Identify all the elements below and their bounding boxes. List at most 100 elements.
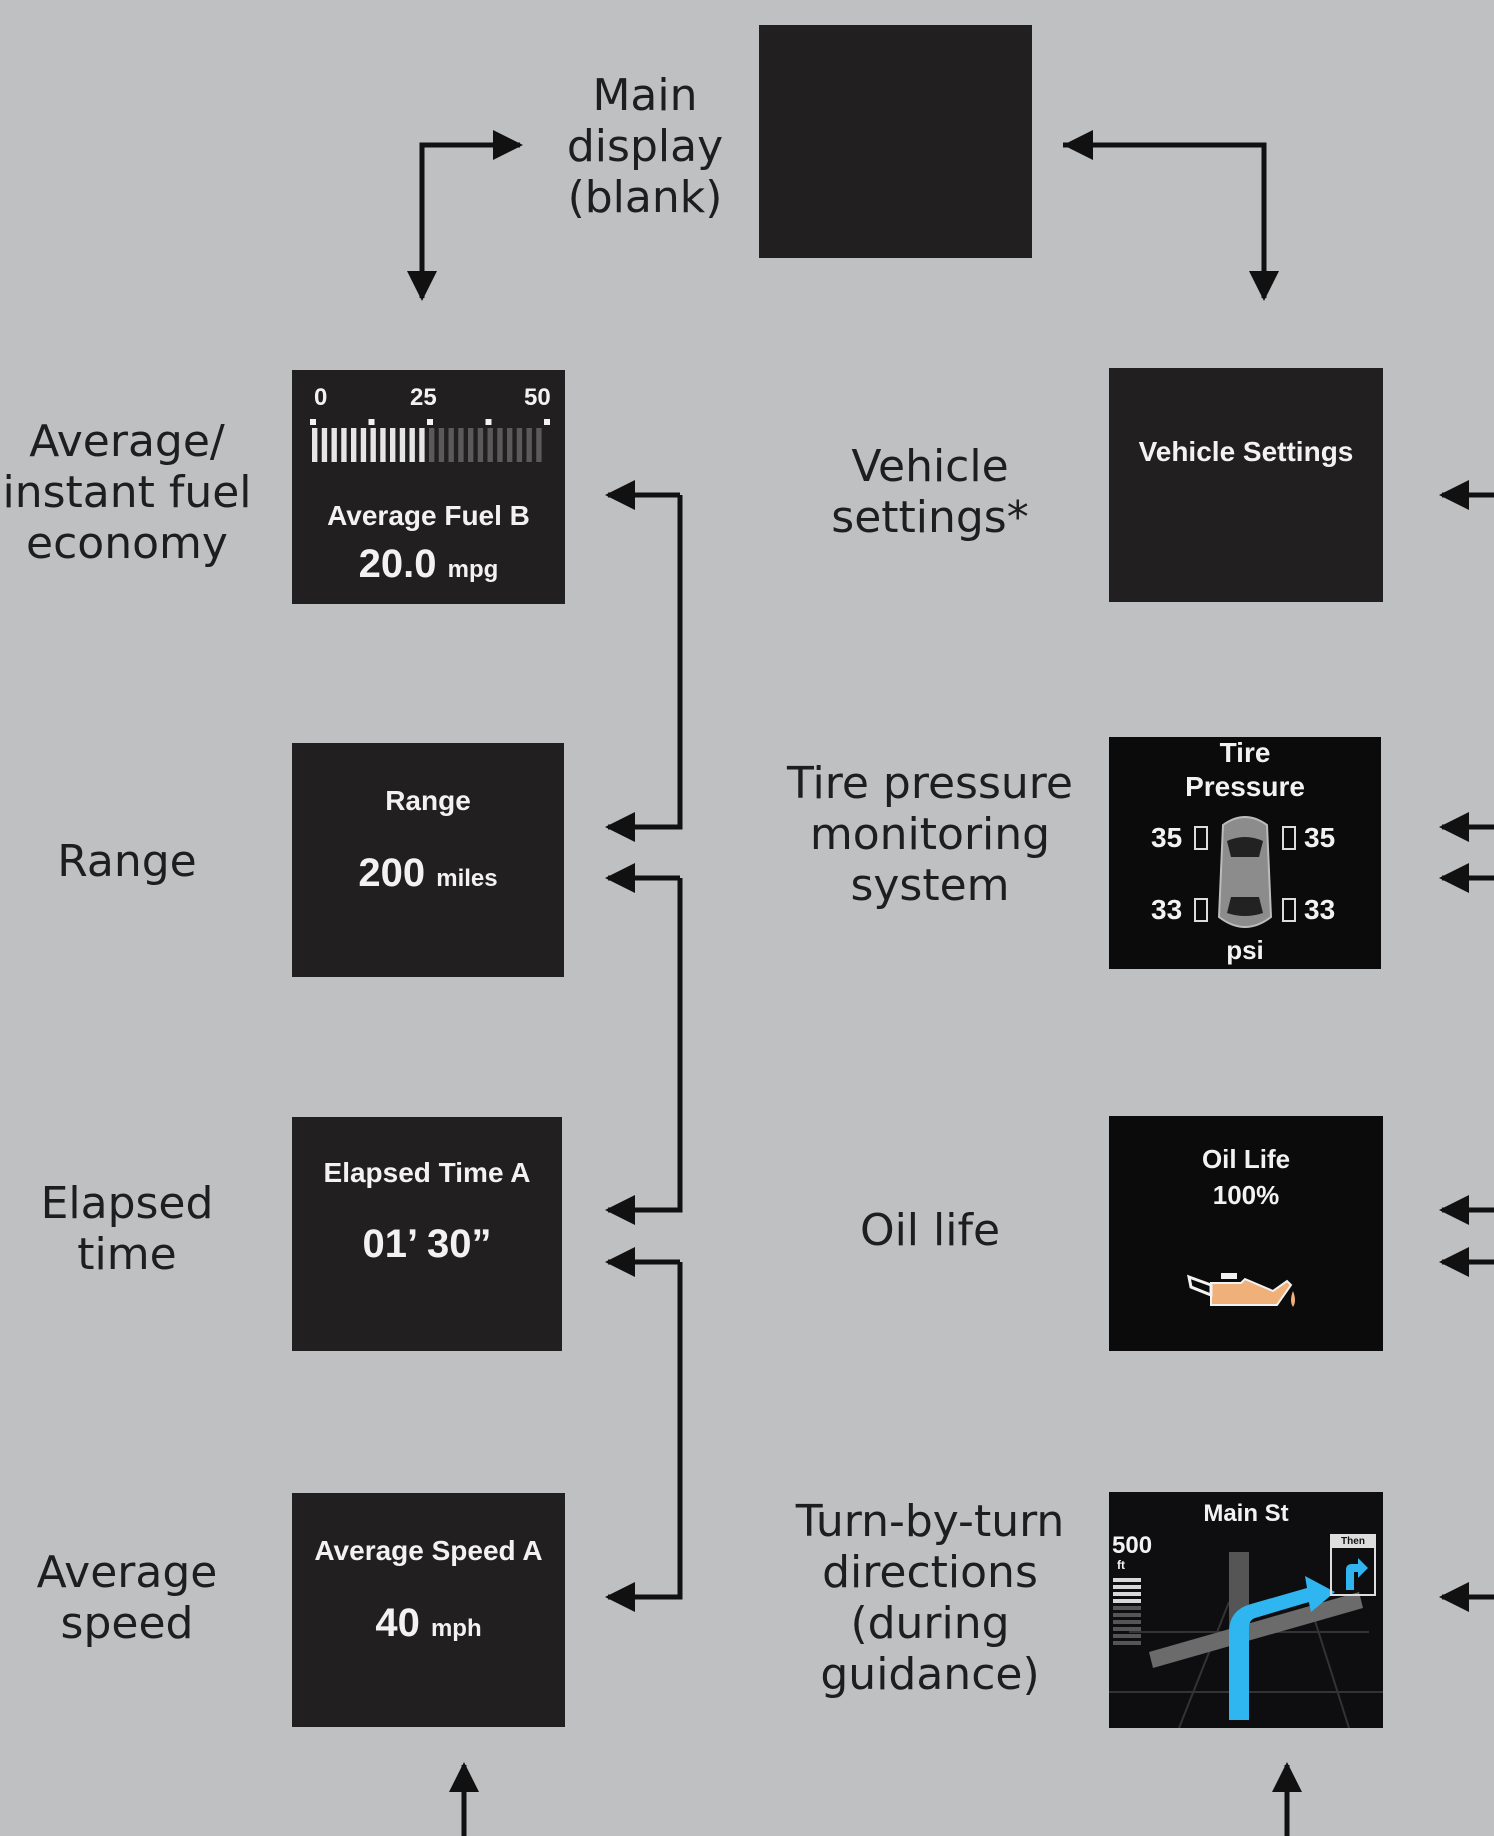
range-value-row: 200 miles — [292, 851, 564, 896]
vehicle-settings-screen: Vehicle Settings — [1109, 368, 1383, 602]
speed-title: Average Speed A — [314, 1535, 543, 1566]
tire-pressure-screen: Tire Pressure 35 35 33 33 psi — [1109, 737, 1381, 969]
fuel-bar-segment — [458, 428, 464, 462]
fuel-economy-screen: 0 25 50 Average Fuel B 20.0 mpg — [292, 370, 565, 604]
fuel-scale-tick — [544, 419, 550, 425]
range-value: 200 — [358, 851, 426, 895]
arrow-main-to-left — [419, 130, 523, 290]
elapsed-value: 01’ 30” — [362, 1222, 492, 1266]
turn-by-turn-label: Turn-by-turn directions (during guidance… — [795, 1496, 1065, 1700]
fuel-bar-segment — [331, 428, 337, 462]
fuel-bar-segment — [497, 428, 503, 462]
fuel-ticks — [310, 419, 550, 425]
fuel-bar-segment — [477, 428, 484, 462]
main-display-label: Main display (blank) — [566, 70, 724, 223]
navigation-map — [1109, 1552, 1383, 1728]
speed-value: 40 — [375, 1601, 420, 1645]
car-top-view-icon — [1194, 816, 1296, 928]
elapsed-time-screen: Elapsed Time A 01’ 30” — [292, 1117, 562, 1351]
distance-bar-segment — [1113, 1620, 1141, 1624]
tire-title-2: Pressure — [1185, 771, 1305, 802]
speed-value-row: 40 mph — [292, 1601, 565, 1646]
fuel-scale-tick — [485, 419, 492, 425]
fuel-scale-tick — [310, 419, 316, 425]
fuel-bar-segment — [390, 428, 396, 462]
fuel-bar-segment — [360, 428, 367, 462]
fuel-bar-segment — [526, 428, 532, 462]
arrow-elapsed-speed — [605, 1262, 683, 1612]
oil-life-label: Oil life — [859, 1205, 1001, 1256]
next-turn-right-icon — [1346, 1558, 1368, 1590]
fuel-unit: mpg — [447, 556, 499, 583]
fuel-bar-segment — [409, 428, 415, 462]
main-display-screen — [759, 25, 1032, 258]
distance-bars — [1113, 1578, 1141, 1645]
turn-right-arrow-icon — [1229, 1576, 1335, 1720]
vehicle-settings-title: Vehicle Settings — [1138, 436, 1354, 467]
tire-rear-left: 33 — [1151, 894, 1183, 925]
distance-bar-segment — [1113, 1592, 1141, 1596]
tire-title-1: Tire — [1219, 737, 1271, 768]
vehicle-settings-label: Vehicle settings* — [831, 441, 1029, 543]
fuel-bar-segment — [419, 428, 425, 462]
oil-life-title: Oil Life — [1201, 1144, 1291, 1174]
nav-distance: 500 — [1112, 1532, 1153, 1559]
range-title: Range — [385, 785, 471, 816]
fuel-bar-segment — [507, 428, 513, 462]
fuel-bar-segment — [516, 428, 523, 462]
range-unit: miles — [436, 865, 498, 892]
fuel-title: Average Fuel B — [327, 500, 530, 531]
fuel-economy-label: Average/ instant fuel economy — [2, 416, 252, 569]
tire-front-left: 35 — [1151, 822, 1183, 853]
distance-bar-segment — [1113, 1613, 1141, 1617]
average-speed-screen: Average Speed A 40 mph — [292, 1493, 565, 1727]
fuel-bar-segment — [380, 428, 386, 462]
fuel-scale-50: 50 — [524, 384, 551, 411]
elapsed-title: Elapsed Time A — [323, 1157, 531, 1188]
distance-bar-segment — [1113, 1606, 1141, 1610]
arrow-fuel-range — [605, 495, 683, 842]
fuel-scale-tick — [427, 419, 433, 425]
elapsed-time-label: Elapsed time — [40, 1178, 214, 1280]
fuel-bar-segment — [321, 428, 328, 462]
oil-life-value: 100% — [1212, 1180, 1280, 1210]
fuel-bar-segment — [399, 428, 406, 462]
fuel-scale-25: 25 — [410, 384, 437, 411]
fuel-bars — [312, 428, 542, 462]
arrow-range-elapsed — [605, 878, 683, 1225]
nav-distance-unit: ft — [1117, 1558, 1125, 1572]
fuel-bar-segment — [341, 428, 347, 462]
fuel-bar-segment — [429, 428, 435, 462]
fuel-value-row: 20.0 mpg — [292, 542, 565, 587]
distance-bar-segment — [1113, 1627, 1141, 1631]
distance-bar-segment — [1113, 1634, 1141, 1638]
distance-bar-segment — [1113, 1599, 1141, 1603]
tire-unit: psi — [1226, 935, 1264, 965]
distance-bar-segment — [1113, 1585, 1141, 1589]
fuel-bar-segment — [448, 428, 454, 462]
tire-front-right: 35 — [1304, 822, 1336, 853]
fuel-bar-segment — [370, 428, 376, 462]
nav-next-turn-box: Then — [1330, 1534, 1376, 1596]
fuel-bar-segment — [312, 428, 318, 462]
fuel-bar-segment — [468, 428, 474, 462]
range-screen: Range 200 miles — [292, 743, 564, 977]
fuel-bar-segment — [487, 428, 493, 462]
fuel-bar-gauge: 0 25 50 — [310, 384, 551, 462]
range-label: Range — [57, 836, 197, 887]
tire-rear-right: 33 — [1304, 894, 1336, 925]
turn-by-turn-screen: Main St 500 ft Then — [1109, 1492, 1383, 1728]
speed-unit: mph — [430, 1615, 482, 1642]
arrow-main-to-right — [1063, 142, 1279, 301]
nav-street: Main St — [1203, 1500, 1289, 1527]
nav-next-label: Then — [1332, 1536, 1374, 1548]
tire-pressure-label: Tire pressure monitoring system — [787, 758, 1073, 911]
fuel-bar-segment — [351, 428, 357, 462]
fuel-scale-tick — [368, 419, 375, 425]
fuel-scale-0: 0 — [314, 384, 327, 411]
oil-can-icon — [1187, 1273, 1295, 1307]
fuel-bar-segment — [536, 428, 542, 462]
oil-life-screen: Oil Life 100% — [1109, 1116, 1383, 1351]
average-speed-label: Average speed — [36, 1547, 218, 1649]
